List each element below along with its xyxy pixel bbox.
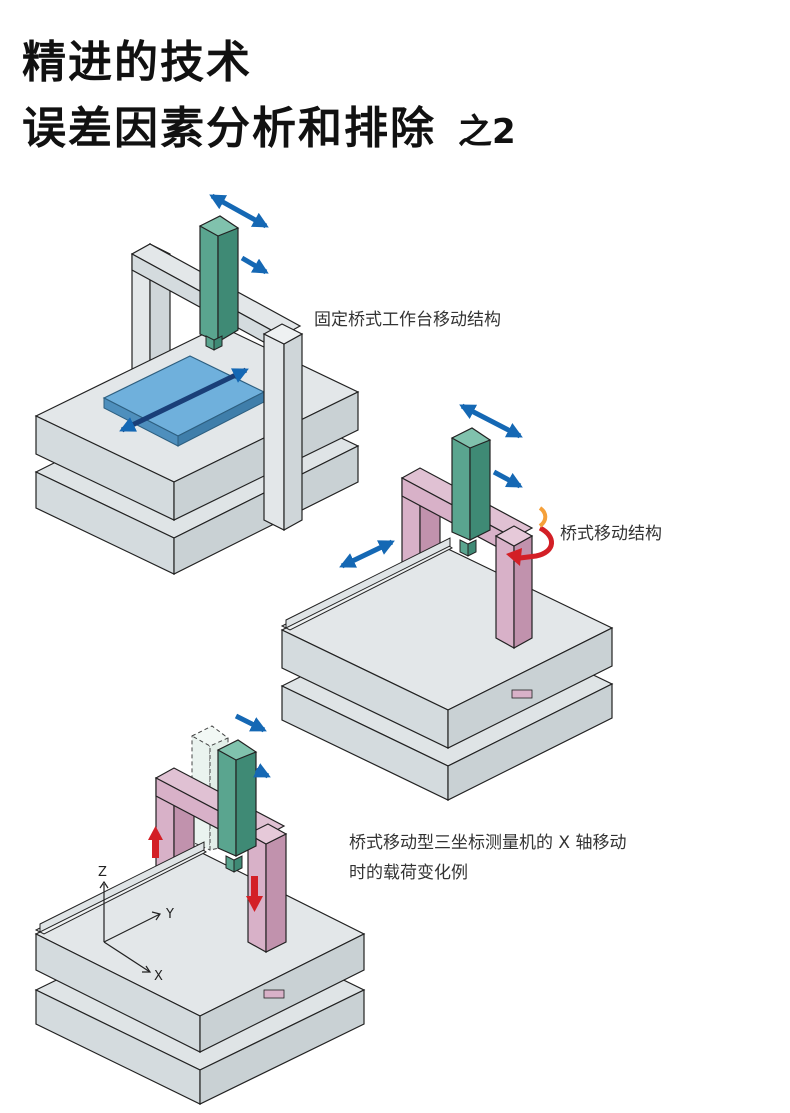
title-suffix: 之2: [458, 112, 516, 152]
x-motion-arrow: [339, 539, 395, 569]
figure-1-fixed-bridge-moving-table: [34, 193, 360, 575]
title-line-2: 误差因素分析和排除之2: [22, 92, 516, 156]
y-motion-arrow: [459, 403, 523, 439]
z-motion-arrow: [492, 469, 523, 489]
y-motion-arrow: [234, 713, 267, 733]
gantry-front-upright: [263, 333, 285, 531]
figure-1-caption: 固定桥式工作台移动结构: [314, 310, 501, 330]
load-increase-arrow: [246, 876, 263, 912]
yaw-arrow: [519, 525, 554, 561]
figure-3-caption-line-2: 时的载荷变化例: [349, 863, 468, 883]
figure-2-moving-bridge: [280, 403, 614, 801]
table-motion-arrow: [119, 367, 249, 433]
load-decrease-arrow: [148, 826, 163, 858]
title-line-1: 精进的技术: [22, 37, 252, 88]
coordinate-axes: Z Y X: [98, 865, 174, 984]
x-axis-label: X: [154, 969, 163, 984]
z-motion-arrow: [252, 763, 271, 779]
y-motion-arrow: [209, 193, 269, 229]
z-motion-arrow: [240, 255, 269, 275]
probe: [459, 539, 469, 557]
figure-2-caption: 桥式移动结构: [560, 524, 662, 544]
figure-3-load-change: Z Y X: [34, 713, 366, 1105]
z-axis-label: Z: [98, 865, 107, 880]
figure-3-caption: 桥式移动型三坐标测量机的 X 轴移动 时的载荷变化例: [349, 828, 626, 888]
z-ram: [199, 217, 219, 343]
figure-3-caption-line-1: 桥式移动型三坐标测量机的 X 轴移动: [349, 833, 627, 853]
title-main: 误差因素分析和排除: [22, 103, 436, 154]
y-axis-label: Y: [165, 907, 174, 922]
